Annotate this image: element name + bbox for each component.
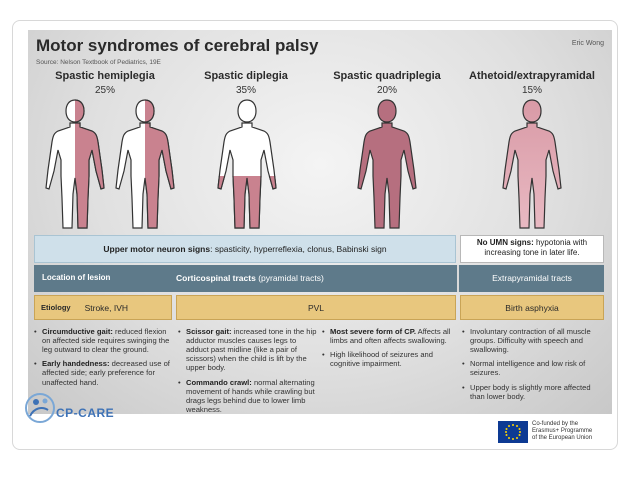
page-title: Motor syndromes of cerebral palsy xyxy=(36,36,319,55)
hemiplegia-description-list: Circumductive gait: reduced flexion on a… xyxy=(34,327,172,392)
lesion-corticospinal-bold: Corticospinal tracts xyxy=(176,273,256,283)
syndrome-name-hemiplegia: Spastic hemiplegia xyxy=(55,70,155,82)
etiology-middle-box: PVL xyxy=(176,295,456,320)
quadriplegia-figure xyxy=(357,99,417,229)
list-item: High likelihood of seizures and cognitiv… xyxy=(322,350,454,368)
syndrome-percent-quadriplegia: 20% xyxy=(376,85,397,96)
affected-whole-body xyxy=(357,99,417,229)
cp-care-logo-icon xyxy=(25,393,55,423)
list-item: Most severe form of CP. Affects all limb… xyxy=(322,327,454,345)
eu-line-3: of the European Union xyxy=(532,435,593,442)
lesion-corticospinal-rest: (pyramidal tracts) xyxy=(255,273,324,283)
syndrome-name-quadriplegia: Spastic quadriplegia xyxy=(333,70,441,82)
etiology-label: Etiology xyxy=(41,303,71,312)
umn-signs-text: : spasticity, hyperreflexia, clonus, Bab… xyxy=(210,244,387,254)
list-item: Early handedness: decreased use of affec… xyxy=(34,359,172,386)
no-umn-signs-label: No UMN signs: xyxy=(476,238,534,247)
diplegia-figure xyxy=(217,99,277,229)
list-item: Scissor gait: increased tone in the hip … xyxy=(178,327,318,373)
lesion-row xyxy=(34,265,604,292)
list-item: Circumductive gait: reduced flexion on a… xyxy=(34,327,172,354)
syndrome-percent-hemiplegia: 25% xyxy=(94,85,115,96)
infographic: Motor syndromes of cerebral palsy Eric W… xyxy=(28,30,612,414)
etiology-hemiplegia: Stroke, IVH xyxy=(84,302,129,313)
no-umn-signs-text: hypotonia with increasing tone in later … xyxy=(484,238,588,257)
etiology-pvl: PVL xyxy=(307,302,325,313)
eu-line-1: Co-funded by the xyxy=(532,421,579,427)
list-item: Commando crawl: normal alternating movem… xyxy=(178,378,318,414)
etiology-athetoid: Birth asphyxia xyxy=(505,302,559,313)
list-item: Upper body is slightly more affected tha… xyxy=(462,383,604,401)
hemiplegia-figures xyxy=(45,99,175,229)
affected-whole-body-light xyxy=(502,99,562,229)
syndrome-name-athetoid: Athetoid/extrapyramidal xyxy=(469,70,595,82)
syndrome-name-diplegia: Spastic diplegia xyxy=(204,70,288,82)
body-outline xyxy=(217,99,277,229)
cp-care-logo-text: CP-CARE xyxy=(56,406,115,420)
syndrome-percent-diplegia: 35% xyxy=(235,85,256,96)
eu-line-2: Erasmus+ Programme xyxy=(532,428,593,435)
etiology-athetoid-box: Birth asphyxia xyxy=(460,295,604,320)
list-item: Involuntary contraction of all muscle gr… xyxy=(462,327,604,354)
athetoid-description-list: Involuntary contraction of all muscle gr… xyxy=(462,327,604,406)
eu-flag-icon xyxy=(498,421,528,443)
athetoid-figure xyxy=(502,99,562,229)
syndrome-percent-athetoid: 15% xyxy=(521,85,542,96)
lesion-corticospinal: Corticospinal tracts (pyramidal tracts) xyxy=(176,273,324,283)
no-umn-signs-box: No UMN signs: hypotonia with increasing … xyxy=(460,235,604,263)
diplegia-description-list: Scissor gait: increased tone in the hip … xyxy=(178,327,318,414)
author-credit: Eric Wong xyxy=(571,40,604,47)
lesion-row-label: Location of lesion xyxy=(42,273,111,282)
etiology-hemiplegia-box: Etiology Stroke, IVH xyxy=(34,295,172,320)
lesion-divider xyxy=(457,265,459,292)
umn-signs-box: Upper motor neuron signs : spasticity, h… xyxy=(34,235,456,263)
source-line: Source: Nelson Textbook of Pediatrics, 1… xyxy=(36,59,161,66)
umn-signs-label: Upper motor neuron signs xyxy=(103,244,211,254)
eu-funding-text: Co-funded by the Erasmus+ Programme of t… xyxy=(532,421,612,443)
list-item: Normal intelligence and low risk of seiz… xyxy=(462,359,604,377)
quadriplegia-description-list: Most severe form of CP. Affects all limb… xyxy=(322,327,454,373)
lesion-extrapyramidal: Extrapyramidal tracts xyxy=(492,273,572,283)
